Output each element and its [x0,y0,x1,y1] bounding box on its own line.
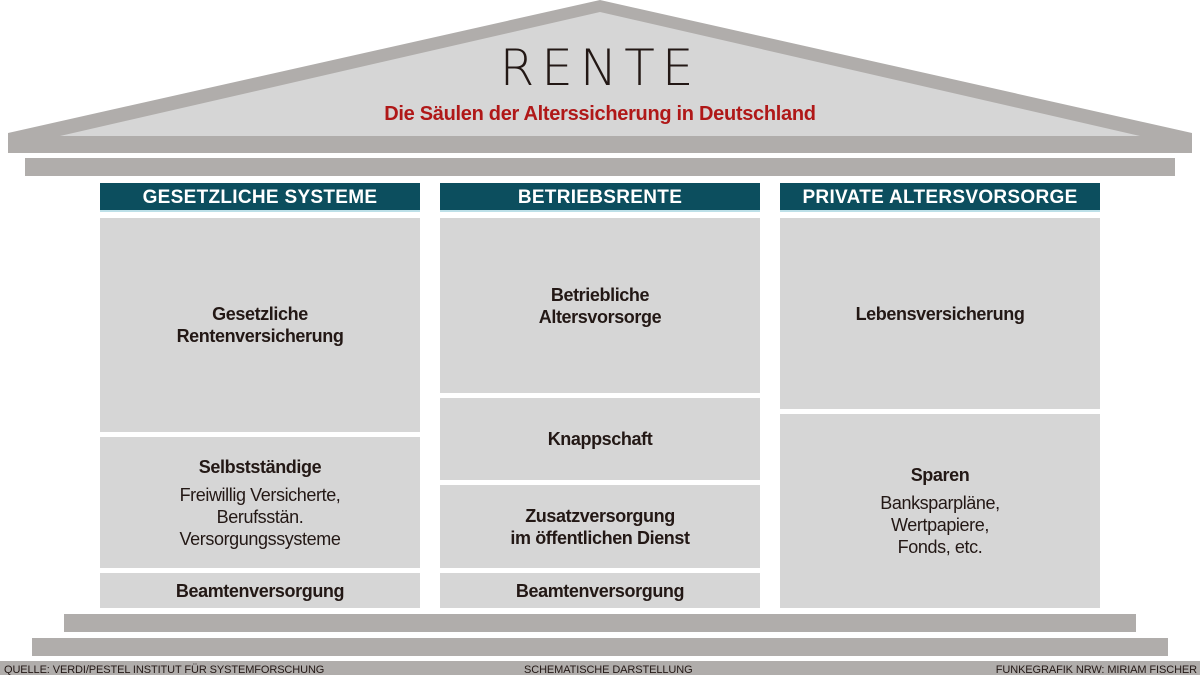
footer-note: SCHEMATISCHE DARSTELLUNG [524,664,693,675]
pillar-header-gesetzliche: GESETZLICHE SYSTEME [100,183,420,212]
cell-gesetzliche-rentenversicherung: Gesetzliche Rentenversicherung [100,218,420,432]
cell-betriebliche-altersvorsorge: Betriebliche Altersvorsorge [440,218,760,393]
base-step-lower [32,638,1168,656]
architrave-bar [25,158,1175,176]
cell-zusatzversorgung: Zusatzversorgung im öffentlichen Dienst [440,485,760,568]
cell-sparen: Sparen Banksparpläne, Wertpapiere, Fonds… [780,414,1100,608]
footer-credit: FUNKEGRAFIK NRW: MIRIAM FISCHER [995,664,1197,675]
cell-lebensversicherung: Lebensversicherung [780,218,1100,409]
cell-beamtenversorgung-1: Beamtenversorgung [100,573,420,608]
cell-selbststaendige: Selbstständige Freiwillig Versicherte, B… [100,437,420,568]
base-step-upper [64,614,1136,632]
diagram-subtitle: Die Säulen der Alterssicherung in Deutsc… [384,103,816,125]
roof-inner [60,12,1140,136]
pillar-header-private: PRIVATE ALTERSVORSORGE [780,183,1100,212]
roof-pediment [8,0,1192,153]
cell-beamtenversorgung-2: Beamtenversorgung [440,573,760,608]
diagram-title: RENTE [499,39,701,97]
cell-knappschaft: Knappschaft [440,398,760,480]
pillar-header-betriebsrente: BETRIEBSRENTE [440,183,760,212]
footer-bar: QUELLE: VERDI/PESTEL INSTITUT FÜR SYSTEM… [0,661,1200,675]
footer-source: QUELLE: VERDI/PESTEL INSTITUT FÜR SYSTEM… [4,664,325,675]
